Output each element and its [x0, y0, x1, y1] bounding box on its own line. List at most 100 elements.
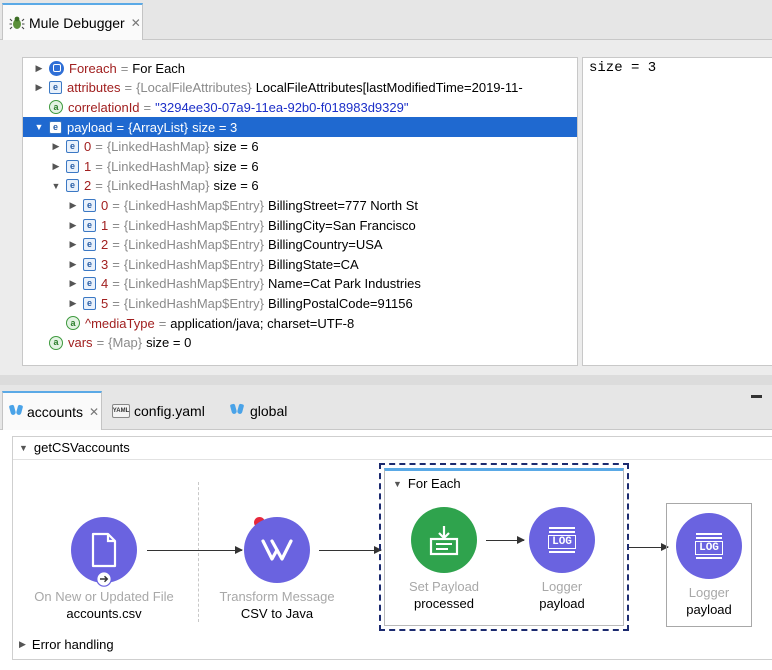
transform-icon	[261, 539, 293, 561]
minimize-icon[interactable]	[751, 395, 762, 398]
element-icon: e	[83, 257, 96, 271]
tree-row-value: size = 3	[192, 119, 238, 135]
tree-row-entry-2[interactable]: ▶ e 2 = {LinkedHashMap$Entry} BillingCou…	[23, 235, 577, 255]
expand-icon[interactable]: ▶	[35, 82, 43, 93]
expand-icon[interactable]: ▶	[69, 297, 77, 308]
node-title: Set Payload	[408, 579, 480, 594]
expand-icon[interactable]: ▶	[35, 62, 43, 73]
error-handling-section[interactable]: ▶ Error handling	[19, 637, 114, 652]
foreach-scope[interactable]: ▼ For Each	[379, 463, 629, 631]
tab-mule-debugger[interactable]: Mule Debugger ✕	[2, 3, 143, 40]
tree-row-name: 1	[101, 217, 109, 233]
flow-arrow	[629, 543, 669, 551]
tree-row-value: BillingCountry=USA	[268, 237, 383, 253]
tree-row-entry-3[interactable]: ▶ e 3 = {LinkedHashMap$Entry} BillingSta…	[23, 255, 577, 275]
expand-icon[interactable]: ▶	[69, 199, 77, 210]
tab-label: Mule Debugger	[29, 14, 125, 31]
tree-row-item-2[interactable]: ▼ e 2 = {LinkedHashMap} size = 6	[51, 178, 259, 194]
tree-row-name: vars	[68, 335, 93, 351]
node-title: Logger	[688, 585, 730, 600]
tree-row-type: {LinkedHashMap$Entry}	[123, 237, 265, 253]
tree-row-mediatype[interactable]: ▶ a ^mediaType = application/java; chars…	[23, 313, 577, 333]
element-icon: e	[83, 296, 96, 310]
tree-row-type: {LinkedHashMap$Entry}	[123, 197, 265, 213]
expand-icon[interactable]: ▶	[69, 258, 77, 269]
flow-container[interactable]: ▼ getCSVaccounts On New or Updated File …	[12, 436, 772, 660]
tree-row-value: size = 0	[146, 335, 192, 351]
tree-row-payload[interactable]: ▼ e payload = {ArrayList} size = 3	[23, 117, 577, 137]
flow-arrow	[319, 546, 382, 554]
tree-row-correlationid[interactable]: ▶ a correlationId = "3294ee30-07a9-11ea-…	[23, 98, 577, 118]
element-icon: e	[83, 238, 96, 252]
yaml-icon: YAML	[112, 403, 130, 418]
detail-text: size = 3	[589, 60, 657, 76]
tree-row-type: {LocalFileAttributes}	[136, 80, 252, 96]
element-icon: e	[83, 198, 96, 212]
tree-row-value: For Each	[132, 60, 186, 76]
view-separator[interactable]	[0, 375, 772, 385]
element-icon: e	[49, 81, 62, 95]
tab-accounts[interactable]: accounts ✕	[2, 391, 102, 430]
expand-icon[interactable]: ▶	[69, 239, 77, 250]
mule-icon	[230, 404, 244, 418]
collapse-icon[interactable]: ▼	[51, 180, 61, 191]
tree-row-entry-4[interactable]: ▶ e 4 = {LinkedHashMap$Entry} Name=Cat P…	[23, 274, 577, 294]
tree-row-type: {ArrayList}	[128, 119, 189, 135]
set-payload-icon	[429, 526, 459, 556]
tree-row-name: ^mediaType	[85, 315, 155, 331]
expand-icon[interactable]: ▶	[69, 219, 77, 230]
tree-row-value: size = 6	[213, 158, 259, 174]
set-payload-node[interactable]	[411, 507, 477, 573]
tree-row-name: correlationId	[68, 99, 140, 115]
flow-canvas[interactable]: ▼ getCSVaccounts On New or Updated File …	[0, 430, 772, 670]
node-subtitle: processed	[414, 596, 474, 611]
debugger-body: ▶ Foreach = For Each ▶ e attributes = {L…	[0, 40, 772, 375]
detail-pane[interactable]: size = 3	[582, 57, 772, 366]
foreach-header[interactable]: ▼ For Each	[393, 476, 461, 491]
node-subtitle: accounts.csv	[66, 606, 142, 621]
file-listener-node[interactable]	[71, 517, 137, 587]
tree-row-type: {LinkedHashMap}	[106, 178, 210, 194]
tab-config-yaml[interactable]: YAML config.yaml	[110, 391, 205, 430]
tab-label: config.yaml	[134, 402, 205, 419]
expand-icon[interactable]: ▶	[19, 639, 26, 649]
tree-row-entry-0[interactable]: ▶ e 0 = {LinkedHashMap$Entry} BillingStr…	[23, 196, 577, 216]
expand-icon[interactable]: ▶	[52, 160, 60, 171]
editor-tabbar: accounts ✕ YAML config.yaml global	[0, 385, 772, 430]
trigger-arrow-icon	[96, 571, 112, 587]
tree-row-name: attributes	[67, 80, 121, 96]
flow-header[interactable]: ▼ getCSVaccounts	[19, 440, 130, 455]
attribute-icon: a	[49, 335, 63, 350]
tab-label: global	[250, 402, 288, 419]
node-subtitle: payload	[686, 602, 732, 617]
element-icon: e	[66, 140, 79, 154]
collapse-icon[interactable]: ▼	[19, 442, 28, 453]
expand-icon[interactable]: ▶	[69, 278, 77, 289]
tree-row-entry-5[interactable]: ▶ e 5 = {LinkedHashMap$Entry} BillingPos…	[23, 294, 577, 314]
tree-row-vars[interactable]: ▶ a vars = {Map} size = 0	[23, 333, 577, 353]
tree-row-value: Name=Cat Park Industries	[268, 276, 421, 292]
variables-tree: ▶ Foreach = For Each ▶ e attributes = {L…	[22, 57, 578, 366]
logger-node[interactable]: LOG	[529, 507, 595, 573]
tree-row-entry-1[interactable]: ▶ e 1 = {LinkedHashMap$Entry} BillingCit…	[23, 215, 577, 235]
close-icon[interactable]: ✕	[89, 404, 100, 419]
tree-row-name: 1	[84, 158, 92, 174]
tree-row-name: Foreach	[69, 60, 117, 76]
close-icon[interactable]: ✕	[130, 15, 141, 30]
transform-node[interactable]	[244, 517, 310, 583]
logger-node[interactable]: LOG	[676, 513, 742, 579]
node-subtitle: payload	[539, 596, 585, 611]
tree-row-foreach[interactable]: ▶ Foreach = For Each	[23, 59, 577, 79]
tree-row-attributes[interactable]: ▶ e attributes = {LocalFileAttributes} L…	[23, 78, 577, 98]
tree-row-name: 0	[101, 197, 109, 213]
tree-row-item-1[interactable]: ▶ e 1 = {LinkedHashMap} size = 6	[23, 157, 577, 177]
collapse-icon[interactable]: ▼	[34, 122, 44, 133]
tab-global[interactable]: global	[228, 391, 287, 430]
collapse-icon[interactable]: ▼	[393, 478, 402, 489]
tree-row-value: BillingPostalCode=91156	[268, 295, 413, 311]
tree-row-item-0[interactable]: ▶ e 0 = {LinkedHashMap} size = 6	[23, 137, 577, 157]
element-icon: e	[66, 159, 79, 173]
attribute-icon: a	[66, 316, 80, 331]
expand-icon[interactable]: ▶	[52, 141, 60, 152]
tree-row-type: {LinkedHashMap$Entry}	[123, 217, 265, 233]
